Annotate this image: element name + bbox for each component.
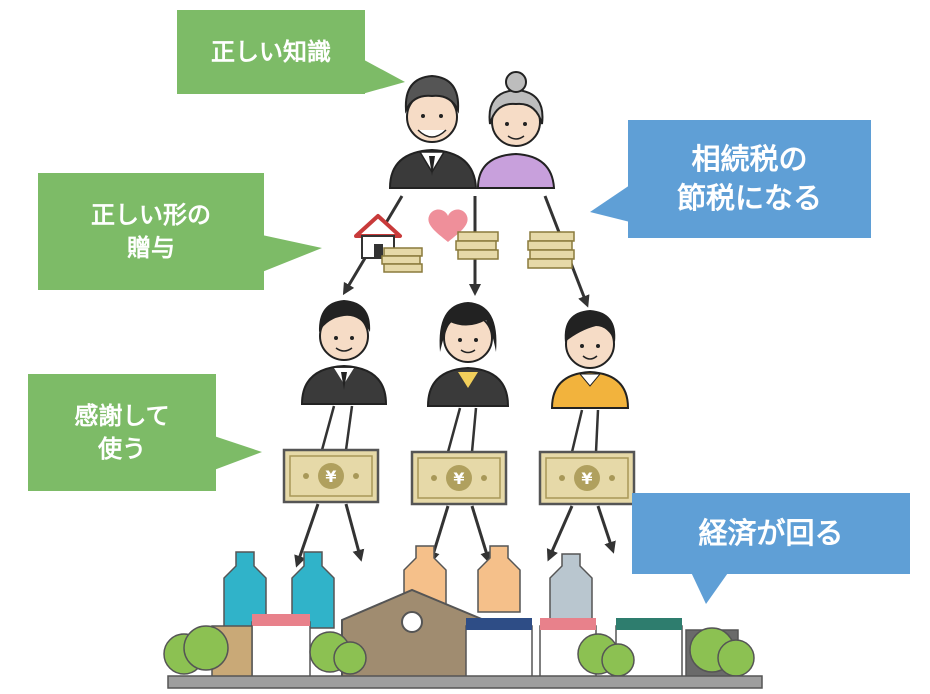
- money-stack-icon: [455, 231, 499, 260]
- yen-bill-icon: ¥: [538, 450, 636, 506]
- svg-text:¥: ¥: [325, 467, 336, 486]
- bubble-economy-text: 経済が回る: [698, 515, 844, 550]
- bubble-economy: 経済が回る: [632, 493, 910, 574]
- bubble-gift: 正しい形の 贈与: [38, 173, 264, 290]
- bubble-gift-line2: 贈与: [127, 233, 175, 262]
- grandfather-icon: [388, 74, 478, 189]
- bill-to-town-arrows: [294, 503, 616, 568]
- daughter-icon: [426, 302, 510, 407]
- bubble-tail-gift: [262, 235, 322, 272]
- yen-bill-icon: ¥: [282, 448, 380, 504]
- young-son-icon: [550, 310, 630, 409]
- bubble-tax-line1: 相続税の: [691, 141, 808, 176]
- son-icon: [300, 300, 388, 405]
- money-stack-icon: [527, 231, 575, 269]
- bubble-gratitude-line2: 使う: [98, 434, 146, 463]
- bubble-gratitude: 感謝して 使う: [28, 374, 216, 491]
- money-stack-icon: [381, 247, 423, 273]
- bubble-tail-knowledge: [355, 55, 405, 94]
- bubble-gift-line1: 正しい形の: [91, 201, 211, 230]
- yen-bill-icon: ¥: [410, 450, 508, 506]
- child-to-bill-lines: [320, 405, 600, 453]
- svg-text:¥: ¥: [453, 469, 464, 488]
- town-icon: [163, 545, 763, 689]
- bubble-tax-line2: 節税になる: [676, 181, 822, 215]
- svg-text:¥: ¥: [581, 469, 592, 488]
- grandmother-icon: [476, 71, 556, 189]
- bubble-tail-tax: [590, 185, 630, 222]
- bubble-gratitude-line1: 感謝して: [74, 402, 170, 431]
- bubble-tax: 相続税の 節税になる: [628, 120, 871, 238]
- bubble-knowledge-text: 正しい知識: [211, 37, 331, 66]
- bubble-tail-economy: [690, 570, 730, 604]
- bubble-knowledge: 正しい知識: [177, 10, 365, 94]
- bubble-tail-gratitude: [214, 436, 262, 470]
